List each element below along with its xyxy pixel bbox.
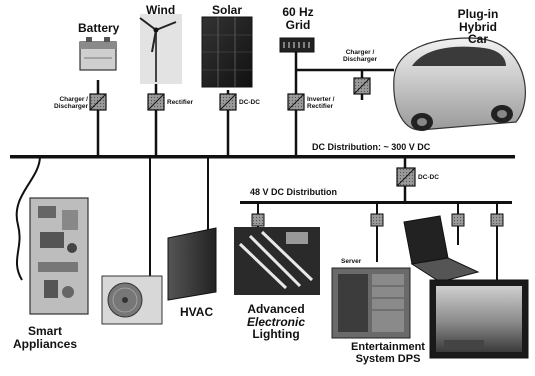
converter-dc48 <box>396 167 416 187</box>
hybrid-car-image <box>393 37 526 131</box>
label-appliances-line2: Appliances <box>12 336 78 351</box>
hvac-outdoor-image <box>101 275 163 325</box>
label-lighting-line1: Advanced <box>247 302 305 316</box>
label-grid-line2: Grid <box>285 17 311 32</box>
label-grid-line1: 60 Hz <box>282 5 314 19</box>
smart-appliance-image <box>29 197 89 315</box>
label-appliances-line1: Smart <box>27 324 62 338</box>
label-car: Plug-in Hybrid Car <box>448 8 508 46</box>
label-server: Server <box>341 258 362 265</box>
battery-image <box>79 37 117 71</box>
converter-lighting <box>251 213 265 227</box>
label-entertainment: Entertainment System DPS <box>336 341 440 365</box>
label-conv-grid-line1: Inverter / <box>307 96 335 103</box>
label-conv-wind: Rectifier <box>167 99 194 106</box>
lighting-image <box>234 227 320 295</box>
dc-main-bus <box>10 155 515 159</box>
label-car-line2: Hybrid <box>458 19 497 34</box>
converter-battery <box>89 93 107 111</box>
label-conv-battery-line2: Discharger <box>54 102 88 110</box>
label-car-line3: Car <box>467 32 488 47</box>
label-grid: 60 Hz Grid <box>278 6 318 31</box>
label-car-line1: Plug-in <box>457 7 499 21</box>
label-wind: Wind <box>146 3 176 17</box>
label-entertainment-line1: Entertainment <box>351 341 425 353</box>
hvac-indoor-image <box>167 227 217 301</box>
label-conv-car-line1: Charger / <box>345 49 375 56</box>
converter-wind <box>147 93 165 111</box>
label-conv-dc48: DC-DC <box>418 174 439 181</box>
label-conv-battery-line1: Charger / <box>59 96 88 103</box>
laptop-image <box>403 215 480 283</box>
label-conv-grid: Inverter / Rectifier <box>307 96 335 111</box>
converter-tv <box>490 213 504 227</box>
converter-solar <box>219 93 237 111</box>
label-entertainment-line2: System DPS <box>355 352 421 365</box>
solar-panel-image <box>201 16 253 88</box>
label-dc-main-bus: DC Distribution: ~ 300 V DC <box>312 142 431 152</box>
label-conv-car: Charger / Discharger <box>334 49 386 64</box>
label-smart-appliances: Smart Appliances <box>0 325 90 350</box>
label-solar: Solar <box>212 3 243 17</box>
server-image <box>331 267 411 339</box>
label-lighting: Advanced Electronic Lighting <box>238 303 314 341</box>
tv-image <box>429 279 529 359</box>
label-dc-48v-bus: 48 V DC Distribution <box>250 187 338 197</box>
label-lighting-line2: Electronic <box>246 314 306 329</box>
label-conv-battery: Charger / Discharger <box>38 96 88 111</box>
converter-grid <box>287 93 305 111</box>
converter-laptop <box>451 213 465 227</box>
label-conv-grid-line2: Rectifier <box>307 102 334 110</box>
wind-turbine-image <box>139 14 182 84</box>
label-conv-car-line2: Discharger <box>343 55 377 63</box>
converter-car <box>353 77 371 95</box>
label-conv-solar: DC-DC <box>239 99 260 106</box>
converter-server <box>370 213 384 227</box>
label-lighting-line3: Lighting <box>252 327 300 342</box>
label-hvac: HVAC <box>180 305 214 319</box>
grid-meter-image <box>279 37 315 53</box>
label-battery: Battery <box>78 21 120 35</box>
